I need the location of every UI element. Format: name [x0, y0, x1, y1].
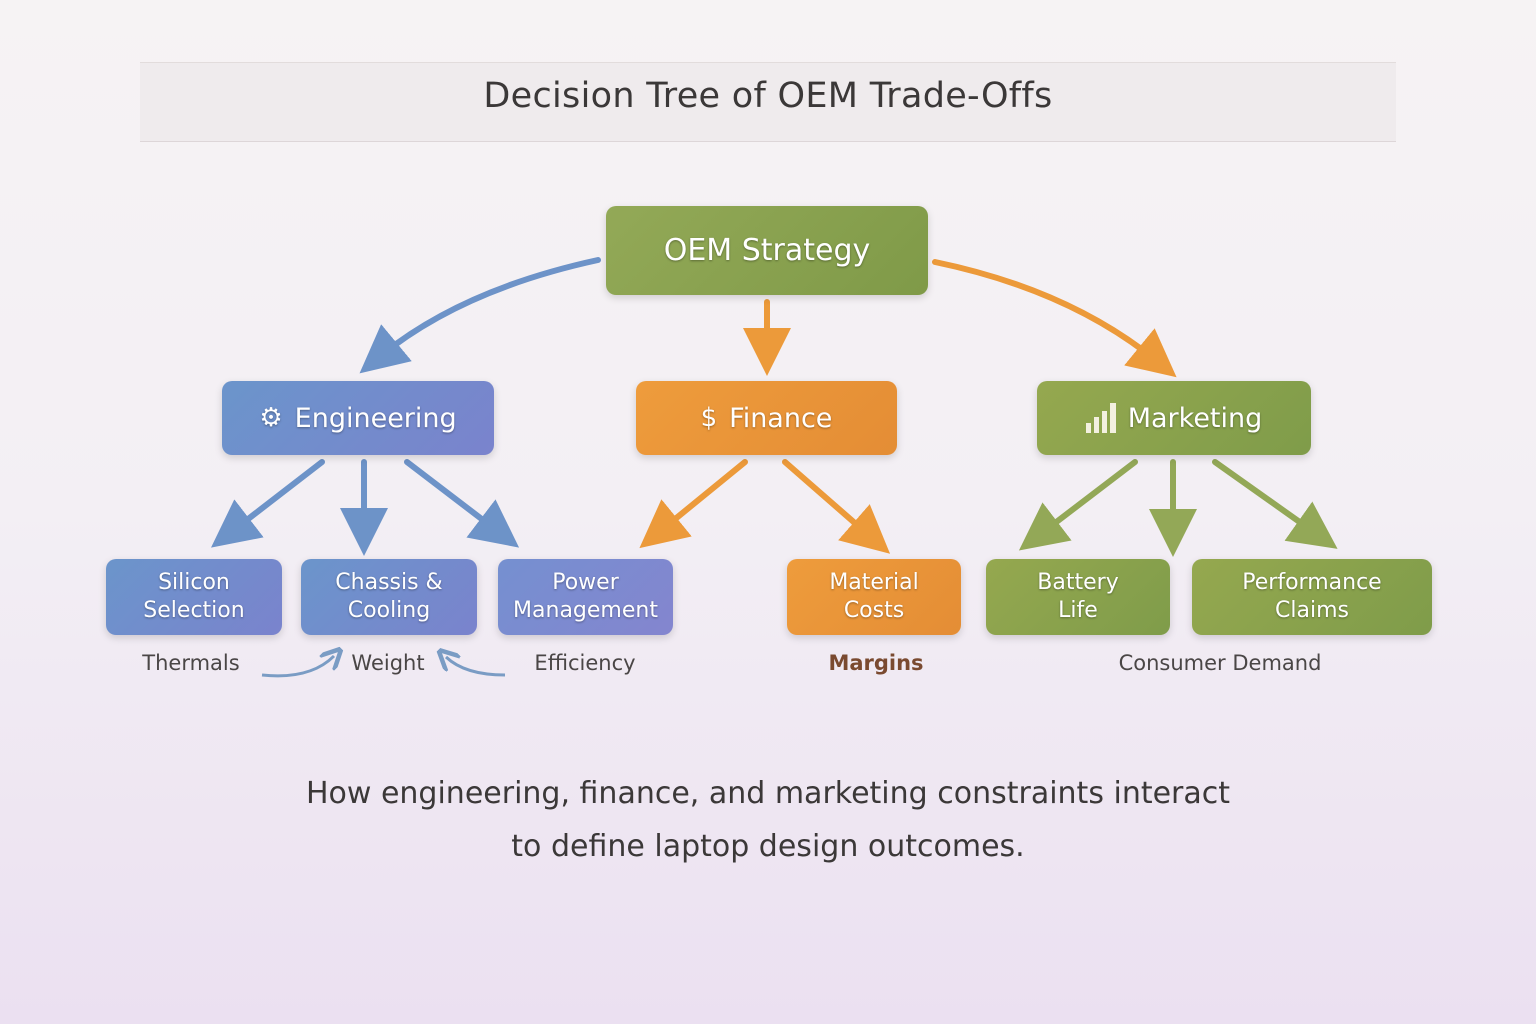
node-label: OEM Strategy: [663, 233, 871, 268]
arrow-eng-power: [404, 459, 520, 548]
dollar-cycle-icon: $: [700, 403, 718, 433]
arrow-eng-silicon: [211, 459, 325, 548]
node-marketing: Marketing: [1037, 381, 1311, 455]
arrow-root-engineering: [359, 257, 601, 374]
arrow-fin-material: [782, 459, 891, 554]
node-finance: $ Finance: [636, 381, 897, 455]
node-label: Engineering: [294, 402, 457, 434]
leaf-line: Management: [513, 598, 658, 623]
leaf-line: Performance: [1242, 570, 1382, 595]
leaf-chassis-cooling: Chassis & Cooling: [301, 559, 477, 635]
leaf-line: Costs: [843, 598, 905, 623]
diagram-title: Decision Tree of OEM Trade-Offs: [483, 76, 1053, 116]
node-engineering: ⚙ Engineering: [222, 381, 494, 455]
node-label: Finance: [729, 402, 833, 434]
leaf-line: Selection: [143, 598, 245, 623]
factor-consumer-demand: Consumer Demand: [1118, 651, 1322, 675]
factor-margins: Margins: [828, 651, 924, 675]
node-oem-strategy: OEM Strategy: [606, 206, 928, 295]
arrow-mkt-performance: [1212, 459, 1338, 549]
leaf-line: Silicon: [158, 570, 230, 595]
arrow-thermals-weight: [261, 656, 334, 678]
arrow-mkt-battery: [1018, 459, 1138, 551]
leaf-line: Cooling: [347, 598, 431, 623]
caption-line-1: How engineering, finance, and marketing …: [305, 776, 1231, 811]
leaf-line: Life: [1058, 598, 1098, 623]
arrow-root-marketing: [932, 259, 1177, 378]
gear-wrench-icon: ⚙: [259, 403, 283, 433]
bar-chart-icon: [1085, 403, 1116, 433]
leaf-line: Claims: [1275, 598, 1349, 623]
leaf-line: Material: [829, 570, 919, 595]
factor-weight: Weight: [351, 651, 425, 675]
caption-line-2: to define laptop design outcomes.: [511, 829, 1025, 864]
node-label: Marketing: [1127, 402, 1263, 434]
arrow-fin-power: [639, 459, 748, 549]
factor-thermals: Thermals: [142, 651, 240, 675]
factor-efficiency: Efficiency: [534, 651, 636, 675]
leaf-line: Chassis &: [335, 570, 443, 595]
leaf-line: Battery: [1037, 570, 1119, 595]
leaf-line: Power: [552, 570, 619, 595]
title-band: [140, 62, 1396, 142]
arrow-efficiency-weight: [446, 657, 506, 677]
